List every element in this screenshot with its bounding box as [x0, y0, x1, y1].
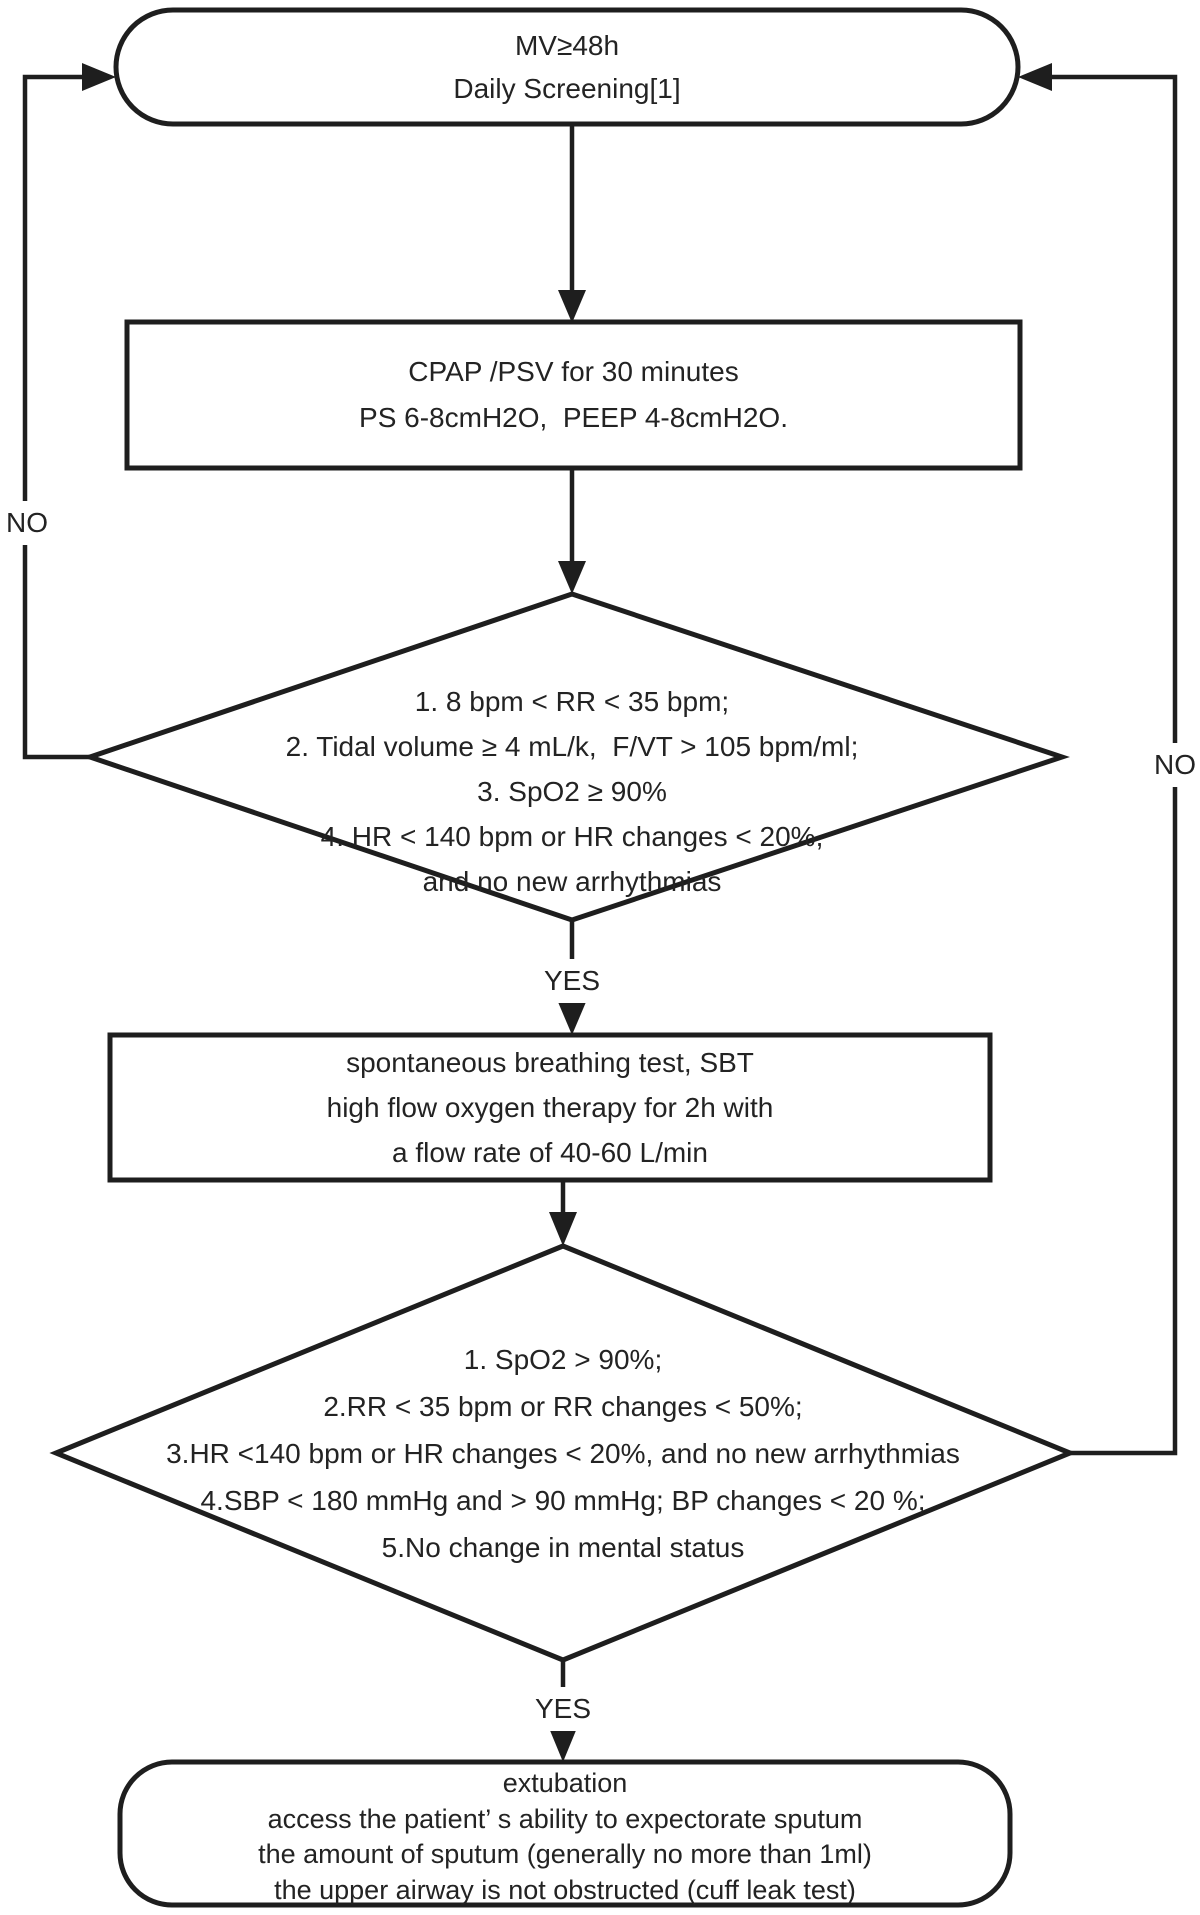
node-line: CPAP /PSV for 30 minutes — [408, 356, 739, 387]
node-line: 5.No change in mental status — [381, 1532, 745, 1563]
start-terminator-text: MV≥48h Daily Screening[1] — [116, 10, 1018, 124]
extubation-terminator-text: extubation access the patient’ s ability… — [120, 1766, 1010, 1908]
node-line: extubation — [502, 1768, 628, 1798]
yes-label-sbt: YES — [523, 1687, 603, 1731]
node-line: spontaneous breathing test, SBT — [346, 1047, 754, 1078]
node-line: Daily Screening[1] — [453, 73, 681, 104]
connector-screening-no-feedback-left — [22, 63, 116, 760]
node-line: access the patient’ s ability to expecto… — [267, 1803, 863, 1834]
no-label-sbt: NO — [1147, 743, 1200, 787]
yes-label-screening: YES — [532, 959, 612, 1003]
node-line: PS 6-8cmH2O, PEEP 4-8cmH2O. — [359, 402, 788, 433]
node-line: 2.RR < 35 bpm or RR changes < 50%; — [323, 1391, 803, 1422]
no-label-screening: NO — [1, 501, 53, 545]
node-line: the upper airway is not obstructed (cuff… — [274, 1874, 856, 1905]
sbt-process-text: spontaneous breathing test, SBT high flo… — [110, 1035, 990, 1180]
cpap-process-text: CPAP /PSV for 30 minutes PS 6-8cmH2O, PE… — [127, 322, 1020, 468]
node-line: and no new arrhythmias — [422, 866, 722, 897]
sbt-decision-text: 1. SpO2 > 90%; 2.RR < 35 bpm or RR chang… — [63, 1336, 1063, 1571]
node-line: high flow oxygen therapy for 2h with — [326, 1092, 774, 1123]
cpap-process-shape — [124, 319, 1023, 471]
node-line: 3. SpO2 ≥ 90% — [477, 776, 667, 807]
node-line: 1. 8 bpm < RR < 35 bpm; — [414, 686, 730, 717]
start-terminator-shape — [113, 7, 1021, 127]
connector-sbt-to-sbt-decision — [549, 1180, 577, 1246]
screening-decision-text: 1. 8 bpm < RR < 35 bpm; 2. Tidal volume … — [72, 679, 1072, 904]
node-line: 1. SpO2 > 90%; — [463, 1344, 663, 1375]
node-line: 3.HR <140 bpm or HR changes < 20%, and n… — [166, 1438, 960, 1469]
sbt-process-shape — [107, 1032, 993, 1183]
sbt-decision-shape — [49, 1243, 1077, 1663]
extubation-terminator-shape — [117, 1759, 1013, 1908]
node-line: 4. HR < 140 bpm or HR changes < 20%, — [320, 821, 824, 852]
screening-decision-shape — [82, 591, 1070, 923]
connector-cpap-to-screening — [558, 468, 586, 594]
connector-start-to-cpap — [558, 124, 586, 323]
node-line: a flow rate of 40-60 L/min — [392, 1137, 708, 1168]
node-line: 4.SBP < 180 mmHg and > 90 mmHg; BP chang… — [200, 1485, 926, 1516]
node-line: MV≥48h — [514, 30, 620, 61]
node-line: 2. Tidal volume ≥ 4 mL/k, F/VT > 105 bpm… — [285, 731, 859, 762]
node-line: the amount of sputum (generally no more … — [258, 1839, 872, 1870]
